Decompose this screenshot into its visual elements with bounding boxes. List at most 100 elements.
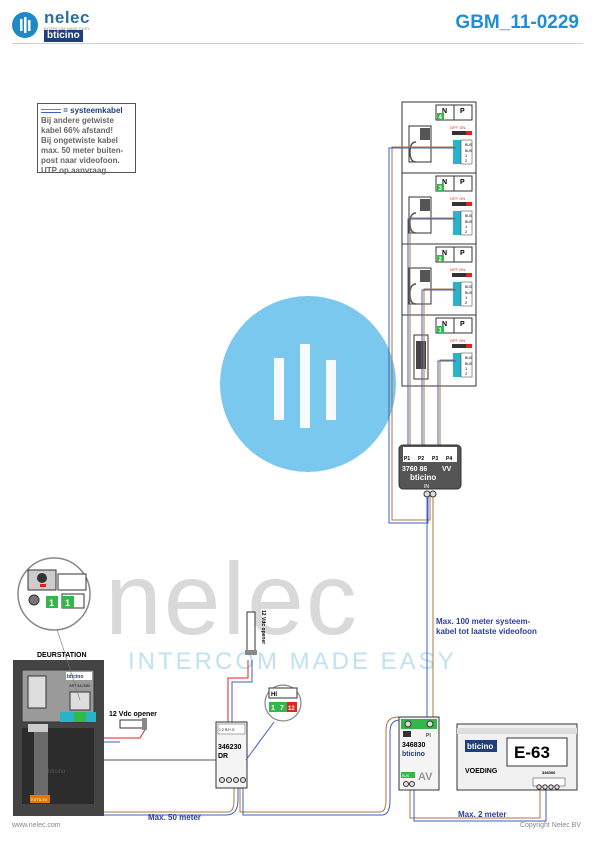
monitor-term: 1 (465, 153, 468, 158)
monitor-term: 2 (465, 300, 468, 305)
monitor-wires (388, 146, 456, 524)
av-pi-label: PI (426, 733, 431, 739)
monitor-p: P (460, 250, 465, 257)
door-station: bticino ART342580 bticino EXT5-1V (13, 660, 104, 816)
psu-brand: bticino (467, 742, 493, 751)
horizontal-opener (119, 718, 147, 730)
monitor-switch: OFF ON (450, 125, 465, 130)
doorstation-tag: EXT5-1V (31, 797, 48, 802)
relay-code: 346230 (218, 744, 241, 751)
deurstation-label: DEURSTATION (37, 652, 87, 659)
distributor: P1 P2 P3 P4 3760 86 VV bticino IN (398, 444, 462, 498)
psu-model: E-63 (514, 743, 550, 762)
monitor-p: P (460, 108, 465, 115)
note-line: kabel 66% afstand! (41, 126, 114, 135)
av-module: PI 346830 bticino AV BUS (398, 716, 440, 791)
av-label: AV (418, 771, 433, 783)
distributor-port: P2 (418, 456, 424, 462)
brand-tagline: INTERCOM MADE EASY (44, 26, 90, 31)
max100-label-line2: kabel tot laatste videofoon (436, 627, 537, 636)
distributor-in-label: IN (424, 484, 429, 490)
relay-zoom-hi: HI (271, 692, 277, 698)
brand-name: nelec (44, 8, 90, 27)
monitor-term: BUS (465, 220, 473, 224)
av-code: 346830 (402, 742, 425, 749)
monitor-4: N P 4 OFF ON BUS BUS 1 2 (402, 104, 476, 174)
relay-zoom-number: 12 (288, 706, 295, 712)
distributor-port: P3 (432, 456, 438, 462)
note-line: max. 50 meter buiten- (41, 146, 124, 155)
distributor-brand: bticino (410, 473, 436, 482)
note-line: UTP op aanvraag. (41, 166, 109, 175)
footer-copyright: Copyright Nelec BV (519, 822, 581, 829)
monitor-number: 4 (439, 115, 443, 121)
monitor-column: N P 4 OFF ON BUS BUS 1 2 N P 3 OFF (401, 101, 477, 387)
monitor-n: N (442, 108, 447, 115)
watermark-circle (220, 296, 396, 472)
distributor-to-av-wires (426, 497, 434, 717)
distributor-port: P1 (404, 456, 410, 462)
max2-label: Max. 2 meter (458, 810, 506, 819)
zoom-number: 1 (65, 598, 70, 608)
watermark-subtitle: INTERCOM MADE EASY (128, 648, 457, 675)
monitor-number: 1 (439, 328, 443, 334)
monitor-term: 1 (465, 224, 468, 229)
monitor-p: P (460, 179, 465, 186)
monitor-term: BUS (465, 291, 473, 295)
distributor-port: P4 (446, 456, 452, 462)
vertical-opener: 12 Vdc opener (245, 610, 266, 655)
monitor-term: BUS (465, 149, 473, 153)
document-code: GBM_11-0229 (455, 12, 579, 33)
monitor-n: N (442, 179, 447, 186)
header-divider (12, 43, 583, 44)
relay-zoom-number: 1 (271, 705, 275, 712)
monitor-number: 3 (439, 186, 443, 192)
av-term-label: BUS (402, 774, 410, 778)
monitor-2: N P 2 OFF ON BUS BUS 1 2 (402, 246, 476, 316)
monitor-term: 2 (465, 229, 468, 234)
cable-note: = systeemkabel Bij andere getwiste kabel… (37, 103, 136, 175)
monitor-term: BUS (465, 214, 473, 218)
monitor-3: N P 3 OFF ON BUS BUS 1 2 (402, 175, 476, 245)
monitor-term: BUS (465, 285, 473, 289)
note-line: post naar videofoon. (41, 156, 120, 165)
distributor-suffix: VV (442, 466, 452, 473)
relay-zoom-number: 7 (280, 705, 284, 712)
distributor-code: 3760 86 (402, 466, 427, 473)
footer-website: www.nelec.com (12, 822, 61, 829)
power-supply: bticino E-63 VOEDING 346000 (456, 723, 578, 791)
max50-label: Max. 50 meter (148, 813, 201, 822)
monitor-switch: OFF ON (450, 338, 465, 343)
monitor-p: P (460, 321, 465, 328)
relay-module: 1 2 RJ+ S 346230 DR (215, 721, 248, 789)
monitor-term: 2 (465, 158, 468, 163)
monitor-n: N (442, 321, 447, 328)
relay-sub: DR (218, 753, 228, 760)
monitor-term: BUS (465, 362, 473, 366)
doorstation-zoom: 1 1 (17, 557, 91, 701)
brand-sub-logo: bticino (44, 30, 83, 42)
monitor-term: BUS (465, 143, 473, 147)
relay-top: 1 2 RJ+ S (219, 728, 235, 732)
monitor-switch: OFF ON (450, 196, 465, 201)
doorstation-brand-lower: bticino (48, 769, 66, 775)
watermark-text: nelec (105, 542, 359, 656)
monitor-term: 1 (465, 366, 468, 371)
doorstation-article: ART342580 (69, 683, 91, 688)
max100-label-line1: Max. 100 meter systeem- (436, 617, 531, 626)
psu-code: 346000 (542, 770, 556, 775)
bus-wires (74, 716, 547, 822)
monitor-number: 2 (439, 257, 443, 263)
note-title: = systeemkabel (63, 106, 123, 115)
monitor-term: 1 (465, 295, 468, 300)
note-line: Bij andere getwiste (41, 116, 114, 125)
monitor-term: BUS (465, 356, 473, 360)
doorstation-brand: bticino (67, 674, 83, 680)
monitor-n: N (442, 250, 447, 257)
relay-zoom: HI 1 7 12 (245, 684, 302, 761)
monitor-term: 2 (465, 371, 468, 376)
vertical-opener-label: 12 Vdc opener (260, 610, 266, 644)
nelec-logo-icon (12, 12, 38, 38)
monitor-switch: OFF ON (450, 267, 465, 272)
